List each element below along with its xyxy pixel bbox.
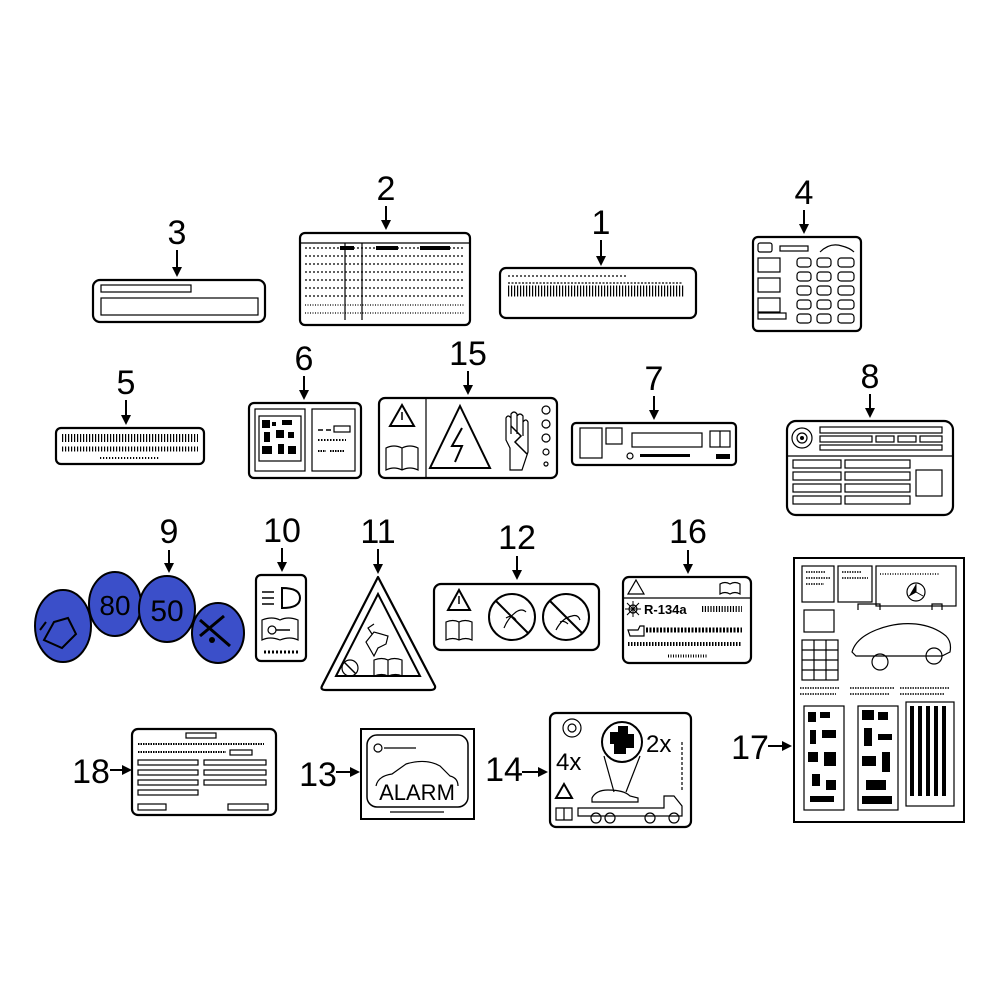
callout-15[interactable]: 15 — [449, 335, 487, 395]
label-11[interactable] — [320, 575, 437, 692]
callout-number: 17 — [731, 729, 769, 767]
callout-9[interactable]: 9 — [160, 513, 179, 573]
label-13[interactable]: ALARM — [360, 728, 475, 820]
callout-14[interactable]: 14 — [485, 751, 548, 789]
refrigerant-text: R-134a — [644, 602, 687, 617]
label-15[interactable] — [377, 396, 559, 480]
label-18[interactable] — [130, 727, 278, 817]
callout-8[interactable]: 8 — [861, 358, 880, 418]
warning-icon — [554, 781, 574, 799]
callout-number: 11 — [360, 513, 395, 551]
label-3[interactable] — [91, 278, 267, 324]
child-seat-icon — [365, 623, 389, 658]
callout-number: 9 — [160, 513, 179, 551]
speed-80-sticker: 80 — [88, 571, 142, 637]
callout-number: 10 — [263, 512, 301, 550]
car-icon — [851, 623, 952, 657]
no-touch-fan-icon — [488, 593, 536, 641]
label-2[interactable] — [298, 231, 472, 327]
manual-icon — [555, 807, 573, 821]
headlight-icon — [262, 591, 274, 605]
warning-icon — [446, 587, 472, 611]
callout-number: 1 — [592, 204, 611, 242]
callout-4[interactable]: 4 — [795, 174, 814, 234]
warning-icon — [388, 402, 416, 427]
label-17[interactable] — [793, 557, 965, 823]
no-airbag-icon — [341, 659, 359, 677]
label-4[interactable] — [751, 235, 863, 333]
callout-7[interactable]: 7 — [645, 360, 664, 420]
truck-icon — [577, 795, 683, 817]
warning-icon — [626, 578, 646, 595]
label-5[interactable] — [54, 426, 206, 466]
callout-number: 6 — [295, 340, 314, 378]
mult-4x-text: 4x — [556, 749, 581, 776]
callout-13[interactable]: 13 — [299, 756, 360, 794]
callout-number: 7 — [645, 360, 664, 398]
speed-50-text: 50 — [150, 595, 183, 628]
manual-icon — [373, 657, 403, 677]
callout-number: 8 — [861, 358, 880, 396]
manual-icon — [719, 581, 741, 596]
callout-number: 2 — [377, 170, 396, 208]
callout-number: 3 — [168, 214, 187, 252]
label-7[interactable] — [570, 421, 738, 467]
fuse-box-diagram — [803, 701, 955, 811]
label-12[interactable] — [432, 582, 601, 652]
callout-16[interactable]: 16 — [669, 513, 707, 574]
callout-number: 15 — [449, 335, 487, 373]
callout-6[interactable]: 6 — [295, 340, 314, 400]
callout-1[interactable]: 1 — [592, 204, 611, 266]
speed-50-sticker: 50 — [138, 575, 196, 643]
manual-icon — [385, 445, 419, 471]
label-1[interactable] — [498, 266, 698, 320]
callout-12[interactable]: 12 — [498, 519, 536, 580]
high-voltage-icon — [428, 403, 492, 469]
callout-number: 18 — [72, 753, 110, 791]
speed-80-text: 80 — [99, 590, 130, 621]
callout-2[interactable]: 2 — [377, 170, 396, 230]
callout-number: 4 — [795, 174, 814, 212]
mult-2x-text: 2x — [646, 731, 671, 758]
car-on-truck-icon — [591, 789, 639, 803]
brand-emblem-icon — [906, 582, 926, 602]
tire-pressure-sticker — [191, 602, 245, 664]
callout-number: 16 — [669, 513, 707, 551]
oil-can-icon — [627, 625, 645, 637]
callout-5[interactable]: 5 — [117, 364, 136, 425]
label-8[interactable] — [785, 419, 955, 517]
car-outline-icon — [375, 760, 459, 787]
label-10[interactable] — [254, 573, 308, 663]
tow-hook-icon — [562, 718, 582, 738]
callout-10[interactable]: 10 — [263, 512, 301, 572]
callout-3[interactable]: 3 — [168, 214, 187, 277]
manual-icon — [261, 617, 299, 641]
zoom-circle — [601, 721, 643, 763]
manual-icon — [445, 619, 473, 641]
callout-number: 5 — [117, 364, 136, 402]
callout-18[interactable]: 18 — [72, 753, 132, 791]
no-touch-belt-icon — [542, 593, 590, 641]
fuel-type-sticker — [34, 589, 92, 663]
label-6[interactable] — [247, 401, 363, 480]
label-14[interactable]: 4x 2x — [548, 711, 693, 829]
label-16[interactable]: R-134a — [621, 575, 753, 665]
callout-11[interactable]: 11 — [360, 513, 396, 574]
callout-number: 13 — [299, 756, 337, 794]
alarm-text: ALARM — [379, 780, 455, 805]
label-9[interactable]: 80 50 — [34, 571, 245, 664]
hand-icon — [505, 411, 529, 471]
callout-number: 12 — [498, 519, 536, 557]
callout-17[interactable]: 17 — [731, 729, 792, 767]
callout-number: 14 — [485, 751, 523, 789]
